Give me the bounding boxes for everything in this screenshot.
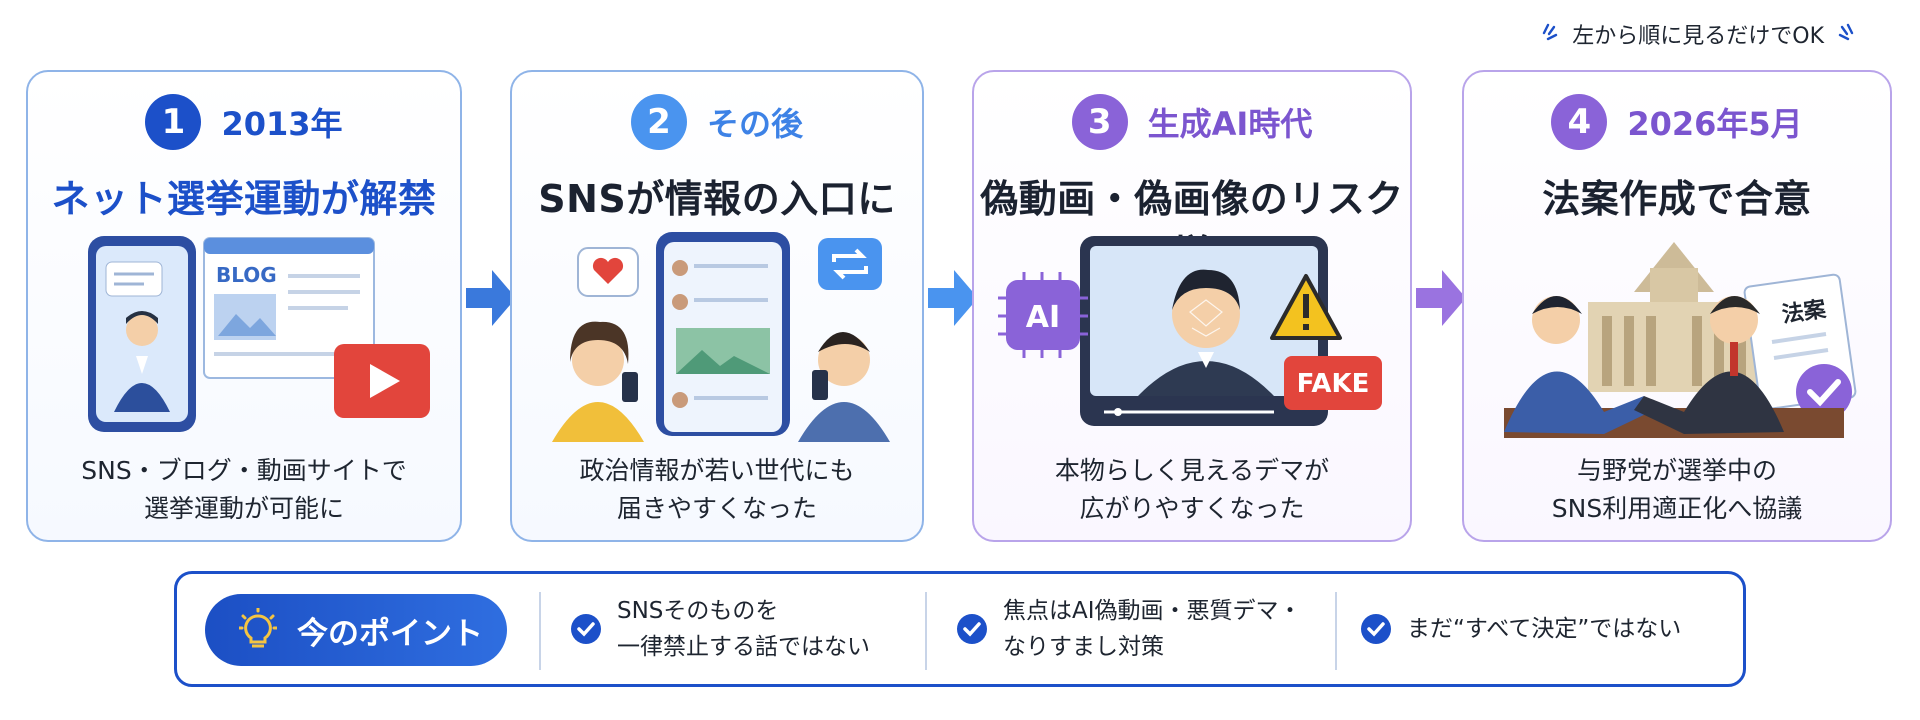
step-title: SNSが情報の入口に [538, 177, 896, 221]
step-phase: 生成AI時代 [1147, 105, 1313, 143]
step-header: 2 その後 [512, 94, 922, 150]
illustration-phone-blog-video: BLOG [88, 236, 430, 432]
step-description: 与野党が選挙中の SNS利用適正化へ協議 [1551, 456, 1803, 523]
illustration-deepfake-video: AI FAKE [998, 236, 1382, 426]
step-number: 4 [1551, 94, 1608, 150]
divider [539, 592, 541, 670]
step-header: 4 2026年5月 [1464, 94, 1890, 150]
hint-text: 左から順に見るだけでOK [1572, 24, 1824, 49]
step-card-1: 1 2013年 ネット選挙運動が解禁 BLOG SNS・ブログ・動画サイトで 選… [26, 70, 462, 542]
check-icon [957, 614, 987, 644]
step-header: 1 2013年 [28, 94, 460, 150]
spark-icon [1838, 23, 1854, 41]
lightbulb-icon [239, 608, 277, 648]
step-title: 法案作成で合意 [1542, 177, 1812, 221]
divider [925, 592, 927, 670]
step-number: 2 [630, 94, 687, 150]
step-card-3: 3 生成AI時代 偽動画・偽画像のリスク増 AI FAKE 本物らしく見えるデマ… [972, 70, 1412, 542]
spark-icon [1543, 23, 1558, 41]
heart-icon [592, 257, 624, 284]
arrow-right-icon [1416, 270, 1466, 326]
step-phase: 2026年5月 [1627, 105, 1803, 143]
blog-label: BLOG [216, 263, 277, 287]
check-icon [1361, 614, 1391, 644]
step-phase: 2013年 [221, 105, 343, 143]
point-item-3: まだ“すべて決定”ではない [1361, 574, 1681, 684]
current-points-panel: 今のポイント SNSそのものを一律禁止する話ではない 焦点はAI偽動画・悪質デマ… [174, 571, 1746, 687]
step-description: 本物らしく見えるデマが 広がりやすくなった [1054, 456, 1330, 523]
illustration-sns-people [552, 232, 890, 442]
step-description: SNS・ブログ・動画サイトで 選挙運動が可能に [81, 456, 407, 523]
step-card-4: 4 2026年5月 法案作成で合意 法案 与野党が選挙中の SNS利用適正化へ協… [1462, 70, 1892, 542]
illustration-diet-handshake: 法案 [1504, 242, 1857, 438]
fake-label: FAKE [1297, 369, 1370, 399]
bill-label: 法案 [1780, 296, 1828, 328]
retweet-icon [818, 238, 882, 290]
point-item-2: 焦点はAI偽動画・悪質デマ・なりすまし対策 [957, 574, 1302, 684]
step-phase: その後 [706, 105, 803, 143]
step-title: ネット選挙運動が解禁 [51, 177, 437, 221]
step-card-2: 2 その後 SNSが情報の入口に 政治情報が若い世代にも 届きやすくなった [510, 70, 924, 542]
check-icon [571, 614, 601, 644]
hint: 左から順に見るだけでOK [1534, 18, 1862, 50]
divider [1335, 592, 1337, 670]
point-item-1: SNSそのものを一律禁止する話ではない [571, 574, 870, 684]
step-number: 1 [145, 94, 202, 150]
arrow-right-icon [928, 270, 978, 326]
ai-chip-label: AI [1026, 300, 1060, 335]
step-header: 3 生成AI時代 [974, 94, 1410, 150]
step-description: 政治情報が若い世代にも 届きやすくなった [579, 456, 855, 523]
arrow-right-icon [466, 270, 516, 326]
step-number: 3 [1071, 94, 1128, 150]
current-points-label: 今のポイント [205, 594, 507, 666]
